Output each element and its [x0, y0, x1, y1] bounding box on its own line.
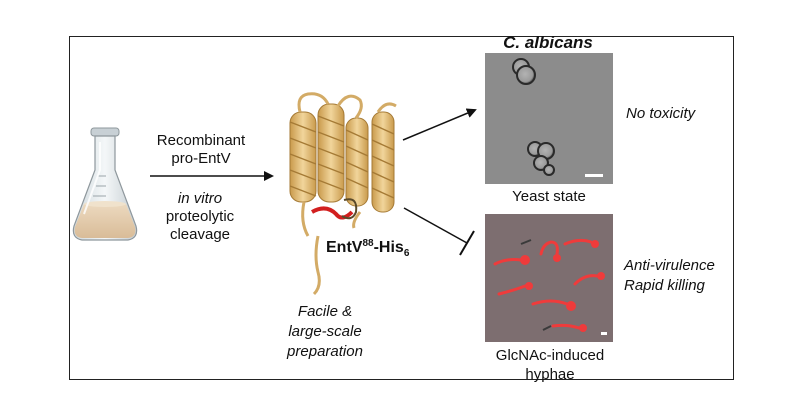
linker-segment [311, 206, 354, 220]
peptide-superscript: 88 [362, 238, 374, 249]
scale-bar [585, 174, 603, 177]
helix-3 [345, 117, 369, 207]
method-line-2: pro-EntV [171, 150, 231, 167]
inhibit-bar [459, 230, 475, 256]
hyphae-effect-line-2: Rapid killing [624, 277, 705, 294]
prep-line-1: Facile & [297, 303, 353, 320]
helix-2 [317, 103, 345, 203]
helix-4 [371, 111, 395, 213]
step-line-1: in vitro [177, 190, 223, 207]
hyphae-caption-line-1: GlcNAc-induced [495, 347, 605, 364]
peptide-name: EntV [326, 239, 363, 256]
peptide-label: EntV88-His6 [326, 235, 409, 263]
hyphae-micrograph [485, 214, 613, 342]
yeast-micrograph [485, 53, 613, 184]
peptide-subscript: 6 [403, 248, 410, 259]
hyphae-caption-line-2: hyphae [525, 366, 575, 383]
step-line-2: proteolytic [165, 208, 235, 225]
to-yeast-arrow [402, 108, 477, 141]
peptide-suffix: -His [373, 239, 404, 256]
scale-bar-hyphae [601, 332, 607, 335]
yeast-effect: No toxicity [626, 105, 696, 122]
method-line-1: Recombinant [156, 132, 246, 149]
helix-1 [289, 111, 317, 203]
figure-frame [69, 36, 734, 380]
step-line-3: cleavage [169, 226, 231, 243]
hyphae-effect-line-1: Anti-virulence [624, 257, 715, 274]
prep-line-3: preparation [287, 343, 363, 360]
prep-line-2: large-scale [288, 323, 362, 340]
yeast-caption: Yeast state [512, 188, 586, 205]
organism-title: C. albicans [503, 33, 593, 52]
inhibit-line [403, 207, 468, 244]
